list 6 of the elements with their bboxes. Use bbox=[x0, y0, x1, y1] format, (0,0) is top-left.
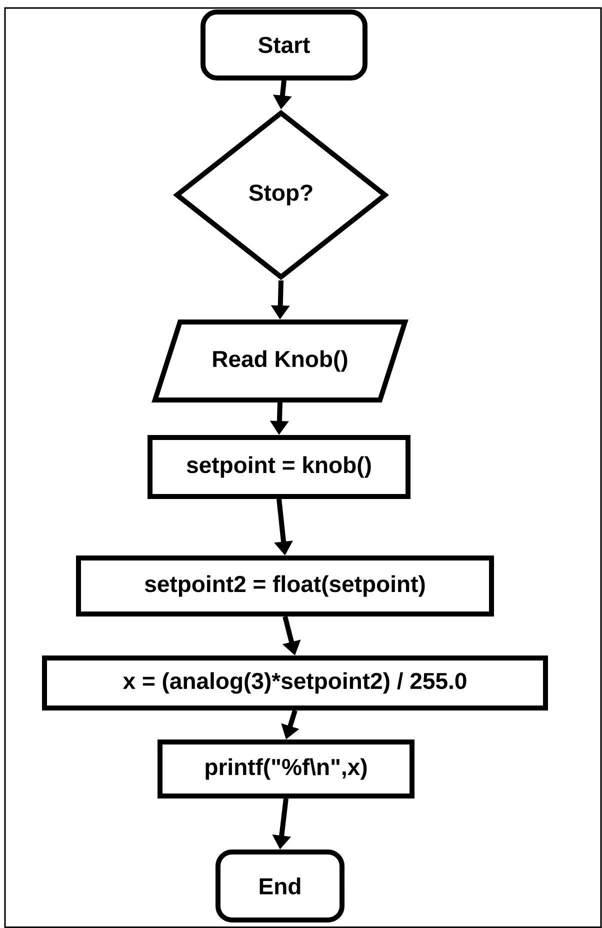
process-box: setpoint = knob() bbox=[148, 435, 410, 499]
process-box: printf("%f\n",x) bbox=[158, 740, 414, 798]
process-box: x = (analog(3)*setpoint2) / 255.0 bbox=[42, 656, 548, 710]
process-box: setpoint2 = float(setpoint) bbox=[76, 556, 494, 616]
terminal-box: Start bbox=[200, 9, 368, 80]
terminal-box: End bbox=[216, 850, 344, 922]
